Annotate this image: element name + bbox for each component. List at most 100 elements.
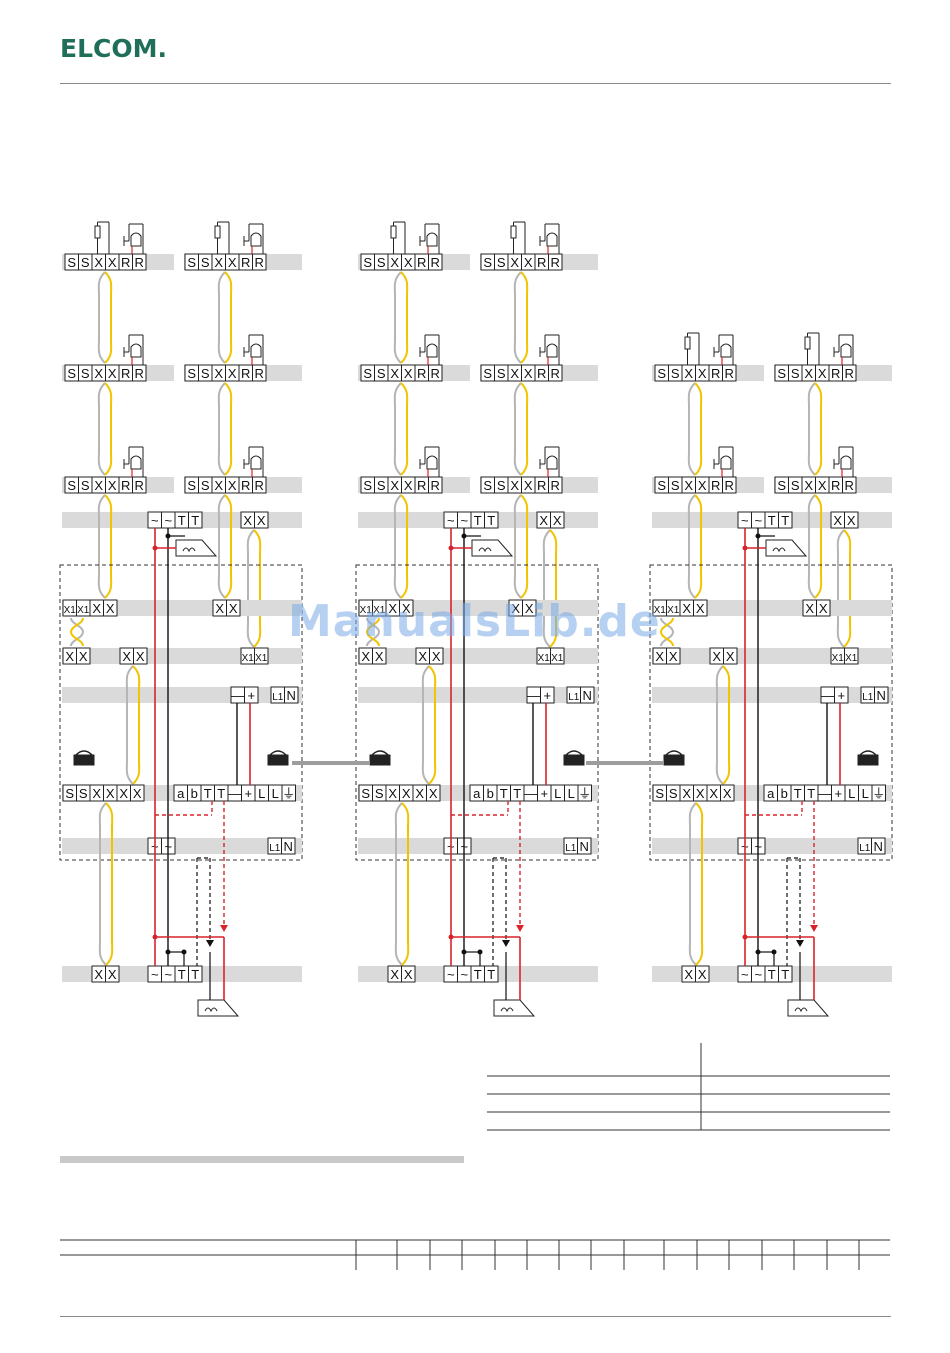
terminal-label: L1 — [272, 692, 284, 703]
junction-dot — [461, 533, 467, 539]
terminal-label: R — [241, 478, 250, 493]
terminal-cell — [132, 364, 147, 382]
terminal-label: ~ — [164, 967, 172, 982]
terminal-label: X — [108, 478, 117, 493]
phone-jack-icon — [369, 754, 391, 766]
terminal-label: — — [228, 786, 241, 801]
door-opener-symbol — [478, 547, 492, 553]
terminal-label: N — [877, 688, 886, 703]
terminal-label: X1 — [64, 605, 77, 616]
terminal-cell — [252, 476, 267, 494]
terminal-cell — [244, 686, 259, 704]
junction-dot — [771, 949, 777, 955]
door-opener-symbol — [204, 1007, 218, 1013]
terminal-label: T — [487, 513, 495, 528]
terminal-label: R — [831, 366, 840, 381]
terminal-cell — [254, 647, 269, 665]
phone-jack-icon — [665, 750, 683, 756]
terminal-label: X — [228, 366, 237, 381]
terminal-label: L1 — [862, 692, 874, 703]
grey-cable-core — [97, 271, 106, 364]
terminal-cell — [548, 476, 563, 494]
terminal-label: X — [92, 786, 101, 801]
yellow-cable-core — [549, 529, 558, 648]
din-rail — [62, 838, 302, 854]
terminal-label: X — [723, 786, 732, 801]
terminal-label: S — [483, 366, 492, 381]
terminal-label: R — [725, 366, 734, 381]
terminal-label: ⏚ — [578, 786, 591, 801]
grey-cable-core — [97, 494, 106, 599]
door-opener-symbol — [765, 539, 808, 557]
terminal-label: N — [287, 688, 296, 703]
terminal-label: X — [553, 513, 562, 528]
yellow-cable-core — [400, 382, 409, 476]
grey-cable-core — [393, 382, 402, 476]
terminal-label: R — [831, 478, 840, 493]
terminal-cell — [695, 965, 710, 983]
terminal-label: — — [527, 688, 540, 703]
terminal-label: S — [201, 478, 210, 493]
junction-dot — [477, 949, 483, 955]
terminal-label: S — [377, 478, 386, 493]
terminal-cell — [550, 511, 565, 529]
terminal-label: X1 — [255, 653, 268, 664]
terminal-label: R — [255, 255, 264, 270]
terminal-label: X — [510, 255, 519, 270]
terminal-label: X1 — [551, 653, 564, 664]
door-opener-symbol — [500, 1007, 514, 1013]
terminal-label: X — [524, 366, 533, 381]
junction-dot — [461, 949, 467, 955]
terminal-cell — [226, 599, 241, 617]
terminal-cell — [693, 599, 708, 617]
door-opener-symbol — [182, 547, 196, 553]
terminal-label: R — [725, 478, 734, 493]
terminal-label: X — [229, 601, 238, 616]
terminal-label: S — [81, 478, 90, 493]
yellow-cable-core — [814, 494, 823, 599]
terminal-label: X — [510, 366, 519, 381]
yellow-cable-core — [104, 494, 113, 599]
terminal-label: X — [390, 478, 399, 493]
terminal-label: R — [241, 255, 250, 270]
door-opener-symbol — [471, 539, 514, 557]
terminal-label: N — [583, 688, 592, 703]
header-rule — [60, 83, 891, 84]
terminal-label: — — [524, 786, 537, 801]
terminal-label: — — [821, 688, 834, 703]
terminal-label: X — [108, 366, 117, 381]
yellow-cable-core — [224, 271, 233, 364]
grey-cable-core — [660, 617, 675, 647]
terminal-label: X — [119, 786, 128, 801]
terminal-label: R — [551, 366, 560, 381]
terminal-label: ~ — [754, 967, 762, 982]
terminal-cell — [577, 784, 592, 802]
terminal-cell — [577, 837, 592, 855]
terminal-label: + — [543, 688, 551, 703]
terminal-label: X — [215, 601, 224, 616]
terminal-cell — [874, 686, 889, 704]
terminal-label: R — [431, 255, 440, 270]
terminal-label: S — [377, 366, 386, 381]
terminal-label: R — [845, 366, 854, 381]
yellow-cable-core — [694, 494, 703, 599]
resistor-symbol — [214, 225, 221, 239]
grey-cable-core — [688, 802, 697, 966]
terminal-label: ~ — [151, 967, 159, 982]
terminal-cell — [871, 784, 886, 802]
yellow-cable-core — [520, 494, 529, 599]
terminal-label: S — [777, 478, 786, 493]
terminal-label: S — [657, 478, 666, 493]
grey-cable-core — [687, 494, 696, 599]
grey-cable-core — [393, 494, 402, 599]
terminal-cell — [871, 837, 886, 855]
door-opener-symbol — [175, 539, 218, 557]
bell-icon — [426, 455, 438, 470]
grey-cable-core — [394, 802, 403, 966]
terminal-label: X — [228, 255, 237, 270]
terminal-label: T — [768, 967, 776, 982]
terminal-cell — [188, 965, 203, 983]
terminal-label: S — [363, 366, 372, 381]
terminal-label: X — [243, 513, 252, 528]
terminal-label: X — [106, 786, 115, 801]
